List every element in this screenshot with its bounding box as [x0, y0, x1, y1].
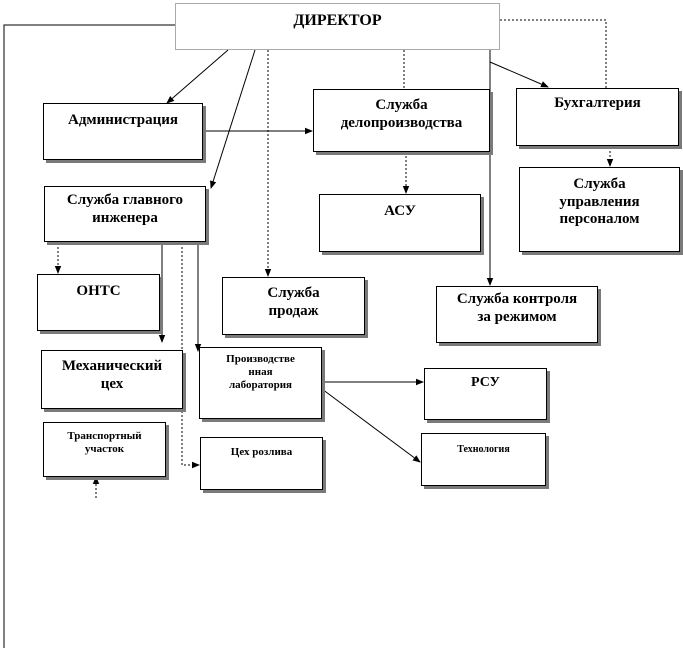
production-lab-label-line-1: Производстве: [226, 353, 295, 365]
sales-service-label-line-2: продаж: [268, 302, 319, 319]
records-service-label-line-2: делопроизводства: [340, 114, 463, 131]
transport-section-box: Транспортный участок: [43, 422, 166, 477]
technology-label: Технология: [457, 444, 510, 455]
director-to-administration-arrow: [166, 49, 229, 104]
director-label: ДИРЕКТОР: [293, 12, 382, 29]
production-lab-label-line-3: лаборатория: [228, 378, 293, 391]
mechanical-shop-box: Механический цех: [41, 350, 183, 409]
hr-service-label-line-3: персоналом: [559, 211, 640, 228]
bottling-shop-box: Цех розлива: [200, 437, 323, 490]
technology-box: Технология: [421, 433, 546, 486]
director-to-chief-engineer-arrow: [210, 49, 256, 189]
chief-engineer-to-bottling-arrow: [181, 243, 200, 469]
mechanical-shop-label-line-1: Механический: [61, 358, 163, 374]
administration-box: Администрация: [43, 103, 203, 160]
accounting-label: Бухгалтерия: [554, 95, 641, 111]
onts-box: ОНТС: [37, 274, 160, 331]
director-right-connector: [500, 19, 607, 88]
records-service-box: Служба делопроизводства: [313, 89, 490, 152]
rsu-label: РСУ: [471, 375, 500, 390]
chief-engineer-box: Служба главного инженера: [44, 186, 206, 242]
records-service-label-line-1: Служба: [375, 97, 428, 113]
regime-control-box: Служба контроля за режимом: [436, 286, 598, 343]
chief-engineer-label-line-1: Служба главного: [66, 192, 184, 208]
lab-to-technology-arrow: [321, 388, 421, 463]
administration-label: Администрация: [67, 112, 179, 128]
sales-service-box: Служба продаж: [222, 277, 365, 335]
production-lab-box: Производстве нная лаборатория: [199, 347, 322, 419]
mechanical-shop-label-line-2: цех: [100, 375, 124, 392]
accounting-box: Бухгалтерия: [516, 88, 679, 146]
sales-service-label-line-1: Служба: [267, 285, 320, 301]
bottling-shop-label: Цех розлива: [230, 446, 293, 458]
chief-engineer-label-line-2: инженера: [92, 209, 158, 226]
hr-service-box: Служба управления персоналом: [519, 167, 680, 252]
frame-line: [3, 24, 175, 648]
asu-label: АСУ: [384, 203, 416, 219]
hr-service-label-line-1: Служба: [573, 176, 626, 192]
asu-box: АСУ: [319, 194, 481, 252]
rsu-box: РСУ: [424, 368, 547, 420]
regime-control-label-line-1: Служба контроля: [456, 291, 578, 307]
regime-control-label-line-2: за режимом: [477, 308, 557, 325]
transport-section-label-line-2: участок: [84, 442, 125, 455]
director-to-accounting-arrow: [489, 61, 549, 88]
transport-section-label-line-1: Транспортный: [67, 430, 142, 442]
production-lab-label-line-2: нная: [248, 365, 273, 378]
director-box: ДИРЕКТОР: [175, 3, 500, 50]
hr-service-label-line-2: управления: [559, 193, 640, 210]
onts-label: ОНТС: [76, 283, 121, 299]
